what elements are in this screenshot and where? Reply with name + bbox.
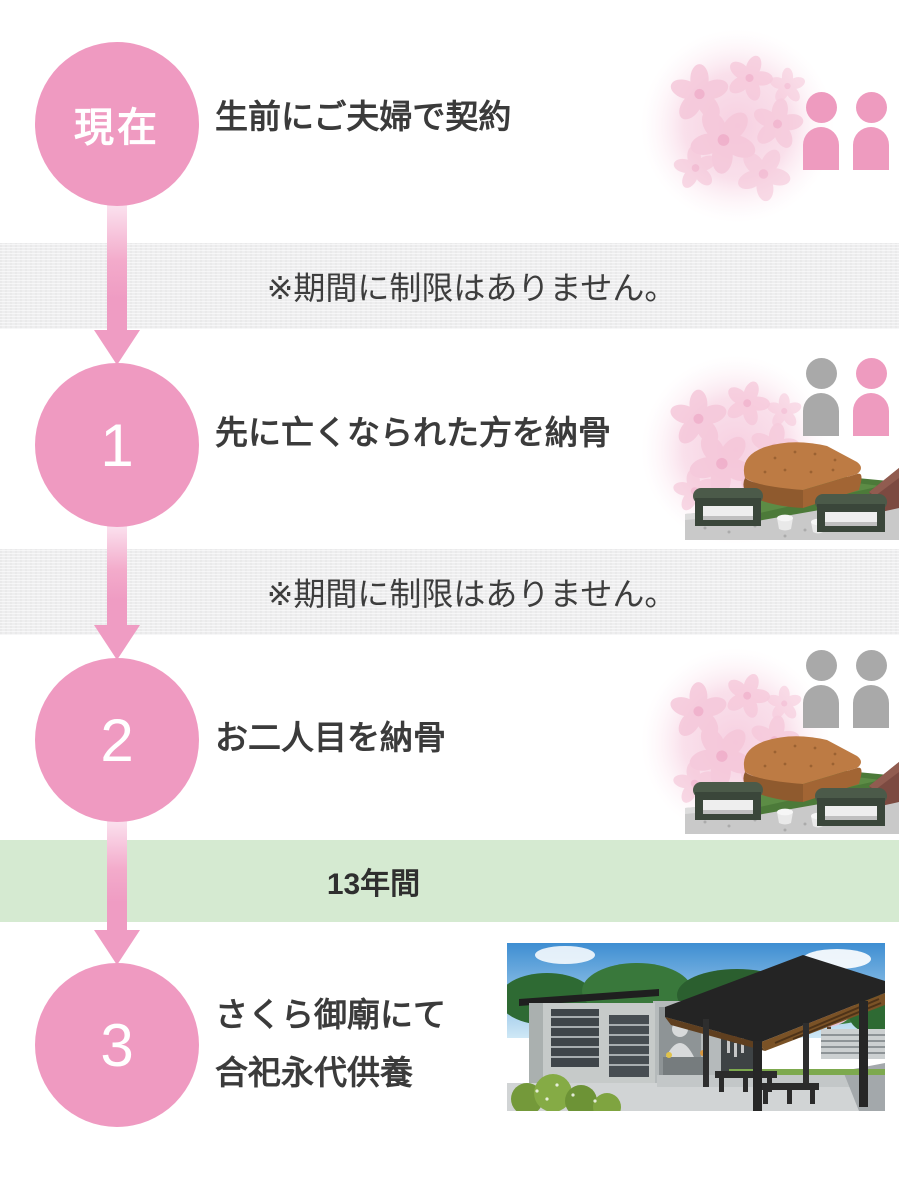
note-text-2: ※期間に制限はありません。: [266, 576, 677, 612]
person-icon-gray: [853, 650, 889, 728]
step-badge-2: 2: [35, 658, 199, 822]
pavilion-photo: [507, 943, 885, 1111]
step-title-now: 生前にご夫婦で契約: [215, 98, 512, 135]
step-badge-3: 3: [35, 963, 199, 1127]
person-body: [853, 127, 889, 170]
person-body: [853, 685, 889, 728]
note-band-2: ※期間に制限はありません。: [0, 549, 899, 635]
step-badge-1: 1: [35, 363, 199, 527]
person-icon-pink: [853, 358, 889, 436]
couple-icons-step1: [803, 358, 889, 436]
step-badge-3-label: 3: [100, 1011, 134, 1079]
person-icon-gray: [803, 650, 839, 728]
step-badge-now: 現在: [35, 42, 199, 206]
person-icon-pink: [803, 92, 839, 170]
person-head: [855, 358, 887, 389]
step-title-3-line1: さくら御廟にて: [215, 996, 446, 1033]
timeline-arrow-bar-2: [107, 525, 127, 625]
step-badge-2-label: 2: [100, 706, 134, 774]
person-icon-gray: [803, 358, 839, 436]
step-badge-1-label: 1: [100, 411, 134, 479]
person-head: [855, 650, 887, 681]
step-title-1: 先に亡くなられた方を納骨: [215, 414, 611, 451]
duration-text: 13年間: [326, 868, 421, 901]
note-band-1: ※期間に制限はありません。: [0, 243, 899, 329]
timeline-arrow-bar-1: [107, 204, 127, 330]
person-head: [805, 358, 837, 389]
timeline-arrow-bar-3: [107, 820, 127, 930]
step-badge-now-label: 現在: [74, 106, 160, 150]
person-body: [803, 393, 839, 436]
couple-icons-now: [803, 92, 889, 170]
timeline-arrowhead-3: [94, 930, 140, 965]
timeline-arrowhead-1: [94, 330, 140, 365]
person-head: [855, 92, 887, 123]
person-body: [853, 393, 889, 436]
step-title-2: お二人目を納骨: [215, 719, 446, 756]
timeline-arrowhead-2: [94, 625, 140, 660]
note-text-1: ※期間に制限はありません。: [266, 270, 677, 306]
duration-band: 13年間: [0, 840, 899, 922]
couple-icons-step2: [803, 650, 889, 728]
step-title-3-line2: 合祀永代供養: [215, 1054, 413, 1091]
person-body: [803, 685, 839, 728]
person-head: [805, 92, 837, 123]
grave-render-step1: [685, 432, 899, 540]
person-head: [805, 650, 837, 681]
person-icon-pink: [853, 92, 889, 170]
person-body: [803, 127, 839, 170]
grave-render-step2: [685, 726, 899, 834]
